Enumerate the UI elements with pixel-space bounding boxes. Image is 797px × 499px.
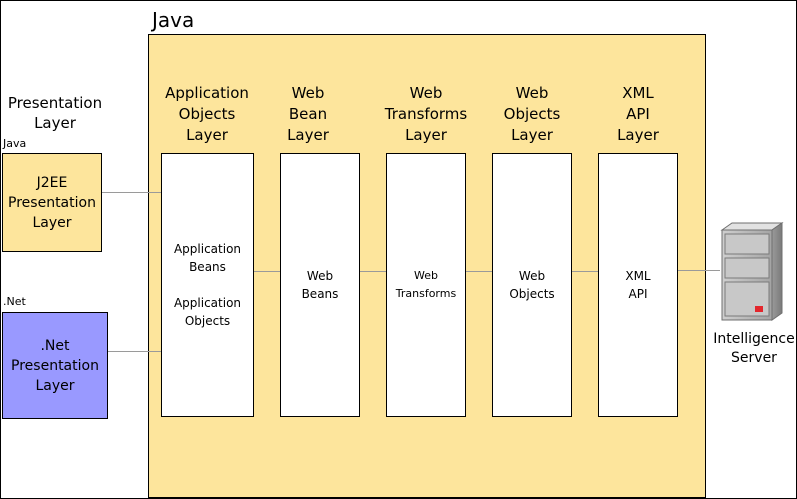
- layer-title-line: Web: [409, 84, 443, 102]
- layer-title-line: Transforms: [384, 105, 468, 123]
- web-bean-layer-title: Web Bean Layer: [268, 83, 348, 146]
- web-objects-layer-box: Web Objects: [492, 153, 572, 417]
- layer-title-line: Objects: [503, 105, 561, 123]
- j2ee-to-application-connector: [102, 192, 161, 193]
- webtransforms-to-webobjects-connector: [465, 271, 492, 272]
- layer-title-line: Layer: [287, 126, 329, 144]
- dotnet-line: Layer: [35, 377, 75, 394]
- j2ee-line: Layer: [32, 214, 72, 231]
- presentation-title-line: Presentation: [7, 94, 103, 112]
- web-objects-layer-title: Web Objects Layer: [486, 83, 578, 146]
- layer-content-line: Web: [414, 269, 438, 282]
- web-bean-layer-box: Web Beans: [280, 153, 360, 417]
- presentation-layer-title: Presentation Layer: [0, 93, 110, 133]
- layer-content-line: Web: [306, 269, 334, 283]
- dotnet-label: .Net: [3, 295, 26, 308]
- web-transforms-layer-title: Web Transforms Layer: [372, 83, 480, 146]
- layer-title-line: Layer: [405, 126, 447, 144]
- layer-content-line: Application: [173, 242, 242, 256]
- webobjects-to-xmlapi-connector: [571, 271, 598, 272]
- java-container-title: Java: [152, 8, 195, 32]
- web-transforms-layer-box: Web Transforms: [386, 153, 466, 417]
- dotnet-line: Presentation: [11, 357, 99, 374]
- layer-title-line: XML: [622, 84, 654, 102]
- j2ee-presentation-layer-box: J2EE Presentation Layer: [2, 153, 102, 252]
- dotnet-line: .Net: [40, 337, 70, 354]
- server-label-line: Server: [731, 350, 777, 366]
- layer-content-line: Objects: [509, 287, 555, 301]
- java-label: Java: [3, 137, 27, 150]
- layer-content-line: Application: [173, 296, 242, 310]
- layer-title-line: Layer: [511, 126, 553, 144]
- xml-api-layer-title: XML API Layer: [598, 83, 678, 146]
- server-icon: [720, 222, 784, 321]
- layer-title-line: Bean: [288, 105, 328, 123]
- presentation-title-line: Layer: [34, 114, 76, 132]
- layer-content-line: Beans: [189, 260, 226, 274]
- layer-content-line: API: [628, 287, 648, 301]
- dotnet-presentation-layer-box: .Net Presentation Layer: [2, 312, 108, 419]
- layer-title-line: Objects: [178, 105, 236, 123]
- layer-title-line: Application: [165, 84, 249, 102]
- layer-content-line: XML: [625, 269, 651, 283]
- layer-content-line: Beans: [301, 287, 339, 301]
- server-led: [755, 306, 763, 312]
- layer-title-line: Web: [291, 84, 325, 102]
- application-objects-layer-title: Application Objects Layer: [150, 83, 264, 146]
- xml-api-layer-box: XML API: [598, 153, 678, 417]
- layer-title-line: Layer: [617, 126, 659, 144]
- intelligence-server-label: Intelligence Server: [706, 330, 797, 368]
- layer-title-line: API: [626, 105, 650, 123]
- j2ee-line: J2EE: [36, 174, 68, 191]
- dotnet-to-application-connector: [108, 351, 161, 352]
- application-objects-layer-box: Application Beans Application Objects: [161, 153, 254, 417]
- application-to-webbean-connector: [253, 271, 280, 272]
- server-label-line: Intelligence: [713, 331, 795, 347]
- j2ee-line: Presentation: [8, 194, 96, 211]
- webbean-to-webtransforms-connector: [359, 271, 386, 272]
- xmlapi-to-server-connector: [677, 270, 720, 271]
- layer-title-line: Layer: [186, 126, 228, 144]
- layer-title-line: Web: [515, 84, 549, 102]
- layer-content-line: Transforms: [395, 287, 457, 300]
- layer-content-line: Objects: [184, 314, 231, 328]
- layer-content-line: Web: [518, 269, 546, 283]
